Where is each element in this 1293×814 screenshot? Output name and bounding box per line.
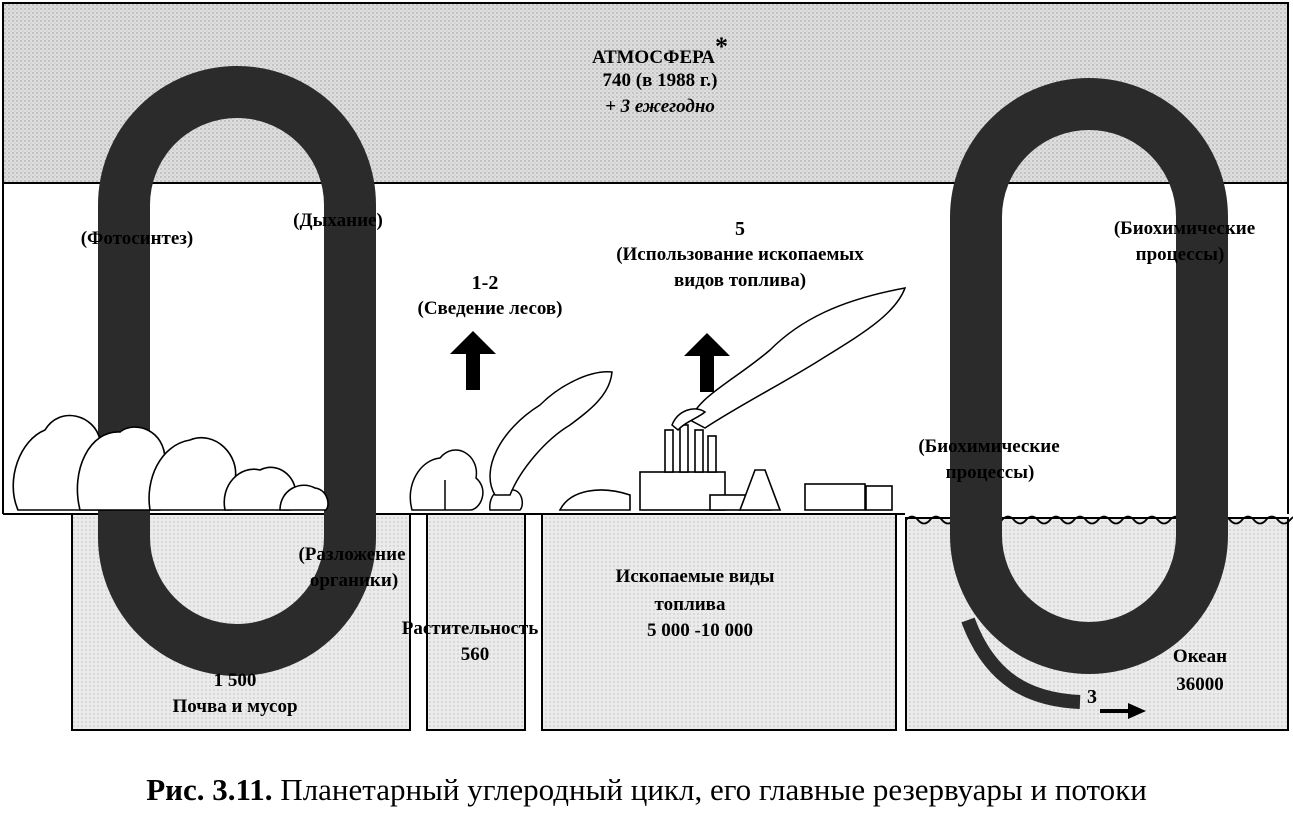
bio-lower-label-line1: (Биохимические — [918, 436, 1060, 457]
fossil-reservoir — [541, 513, 897, 731]
soil-label: Почва и мусор — [172, 696, 298, 717]
photosynthesis-label: (Фотосинтез) — [80, 228, 194, 249]
land-carbon-loop — [98, 66, 376, 676]
ocean-outflow-tail — [961, 617, 1081, 709]
atmosphere-title: АТМОСФЕРА* — [591, 32, 729, 69]
vegetation-label: Растительность — [401, 618, 539, 639]
soil-value: 1 500 — [213, 670, 257, 691]
asterisk: * — [715, 32, 729, 61]
atmosphere-amount: 740 (в 1988 г.) — [602, 70, 718, 91]
factory-illustration — [558, 424, 893, 511]
factory-smoke — [689, 287, 907, 429]
fossil-reservoir-label-line1: Ископаемые виды — [615, 566, 775, 587]
respiration-label: (Дыхание) — [293, 210, 383, 231]
fossil-reservoir-value: 5 000 -10 000 — [646, 620, 754, 641]
ocean-outflow-value: 3 — [1087, 686, 1097, 708]
ocean-carbon-loop — [950, 78, 1228, 674]
deforestation-smoke — [489, 371, 613, 496]
decomposition-label-line1: (Разложение — [298, 544, 406, 565]
fossil-reservoir-label-line2: топлива — [654, 594, 726, 615]
bio-lower-label-line2: процессы) — [945, 462, 1035, 483]
figure-number: Рис. 3.11. — [146, 772, 273, 807]
figure-caption-text: Планетарный углеродный цикл, его главные… — [272, 772, 1147, 807]
atmosphere-growth: + 3 ежегодно — [605, 96, 715, 117]
deforestation-label: (Сведение лесов) — [417, 298, 563, 319]
factory-smoke-small — [671, 408, 707, 432]
vegetation-value: 560 — [460, 644, 490, 665]
vegetation-reservoir — [426, 513, 526, 731]
figure-caption: Рис. 3.11. Планетарный углеродный цикл, … — [0, 772, 1293, 808]
outflow-arrow-head — [1128, 703, 1146, 719]
fossil-flow-value: 5 — [735, 218, 745, 240]
deforestation-value: 1-2 — [471, 272, 499, 294]
deforestation-arrow — [450, 331, 496, 390]
bio-upper-label-line1: (Биохимические — [1113, 218, 1256, 239]
forest-illustration — [12, 414, 329, 511]
fossil-flow-label-line1: (Использование ископаемых — [616, 244, 864, 265]
bio-upper-label-line2: процессы) — [1135, 244, 1225, 265]
fossil-fuel-arrow — [684, 333, 730, 392]
decomposition-label-line2: органики) — [309, 570, 399, 591]
fossil-flow-label-line2: видов топлива) — [673, 270, 807, 291]
ocean-label: Океан — [1172, 646, 1228, 667]
ocean-value: 36000 — [1176, 674, 1224, 695]
